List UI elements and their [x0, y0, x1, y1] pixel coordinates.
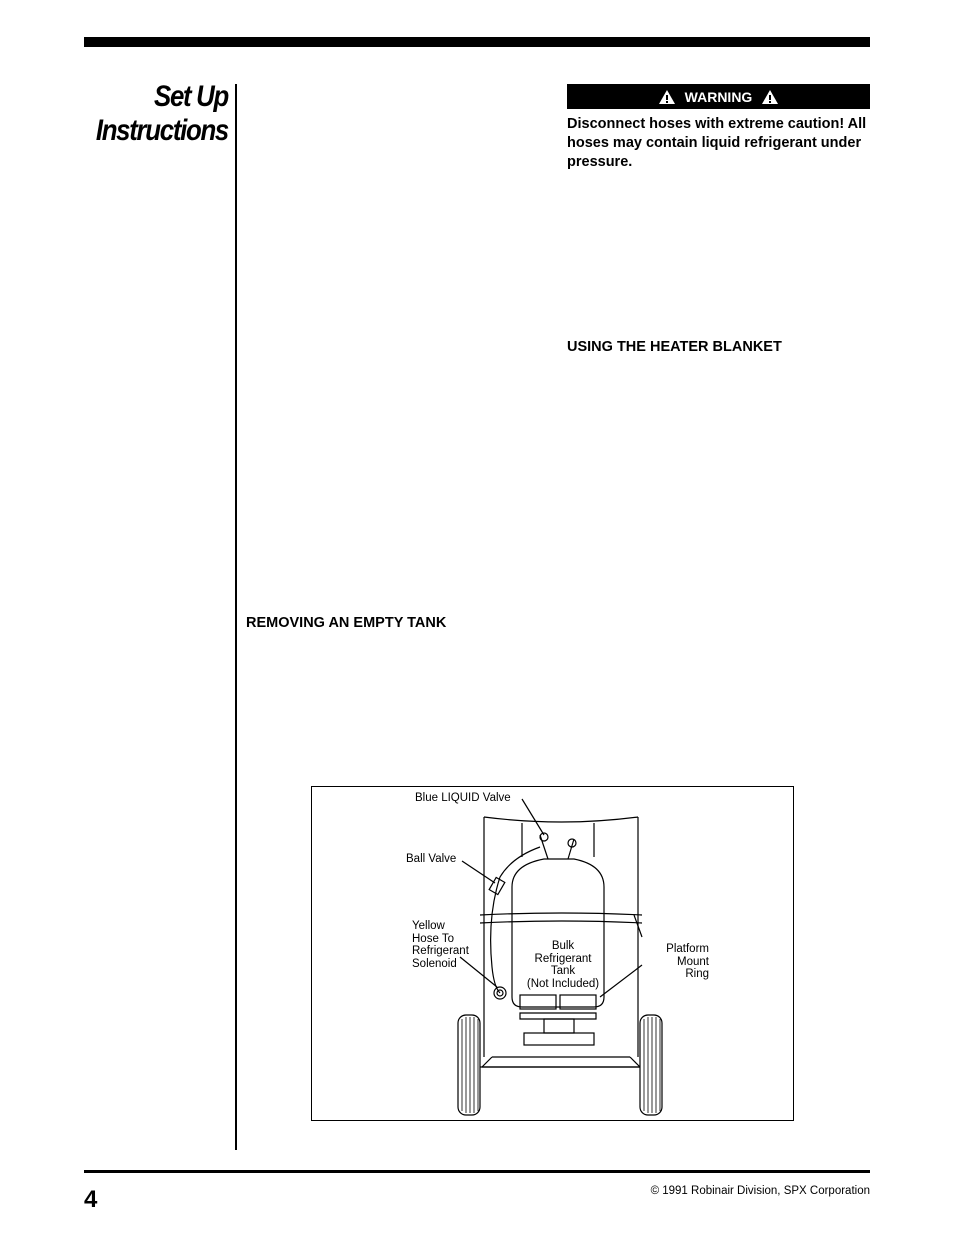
warning-icon: [658, 89, 675, 104]
callout-line: Tank: [550, 965, 576, 977]
callout-blue-liquid-valve: Blue LIQUID Valve: [415, 792, 511, 804]
callout-yellow-hose: Yellow Hose To Refrigerant Solenoid: [412, 920, 469, 970]
callout-line: Yellow: [412, 920, 445, 932]
heading-heater-blanket: USING THE HEATER BLANKET: [567, 339, 782, 355]
footer-rule: [84, 1170, 870, 1173]
tank-cart-figure: Blue LIQUID Valve Ball Valve Yellow Hose…: [311, 786, 794, 1121]
heading-removing-tank: REMOVING AN EMPTY TANK: [246, 615, 447, 631]
callout-line: Platform: [666, 943, 709, 955]
callout-line: Bulk: [551, 940, 575, 952]
callout-bulk-tank: Bulk Refrigerant Tank (Not Included): [510, 940, 616, 990]
callout-line: Ring: [685, 968, 709, 980]
section-title-line-1: Set Up: [154, 80, 229, 113]
callout-line: Refrigerant: [412, 945, 469, 957]
section-title: Set Up Instructions: [66, 80, 229, 148]
callout-line: Refrigerant: [534, 952, 592, 965]
warning-label: WARNING: [684, 88, 753, 105]
page-number: 4: [84, 1186, 98, 1213]
callout-line: Solenoid: [412, 957, 457, 970]
callout-line: Mount: [677, 955, 709, 968]
copyright-notice: © 1991 Robinair Division, SPX Corporatio…: [650, 1185, 870, 1197]
warning-text: Disconnect hoses with extreme caution! A…: [567, 116, 867, 170]
callout-ball-valve: Ball Valve: [406, 853, 457, 865]
callout-line: Hose To: [412, 932, 454, 945]
column-divider: [235, 84, 237, 1150]
warning-banner: WARNING: [567, 84, 870, 109]
warning-icon: [762, 89, 779, 104]
header-rule: [84, 37, 870, 47]
callout-platform-mount-ring: Platform Mount Ring: [642, 943, 709, 981]
tank-cart-illustration: [457, 798, 663, 1116]
callout-line: (Not Included): [526, 977, 600, 990]
section-title-line-2: Instructions: [95, 114, 229, 147]
